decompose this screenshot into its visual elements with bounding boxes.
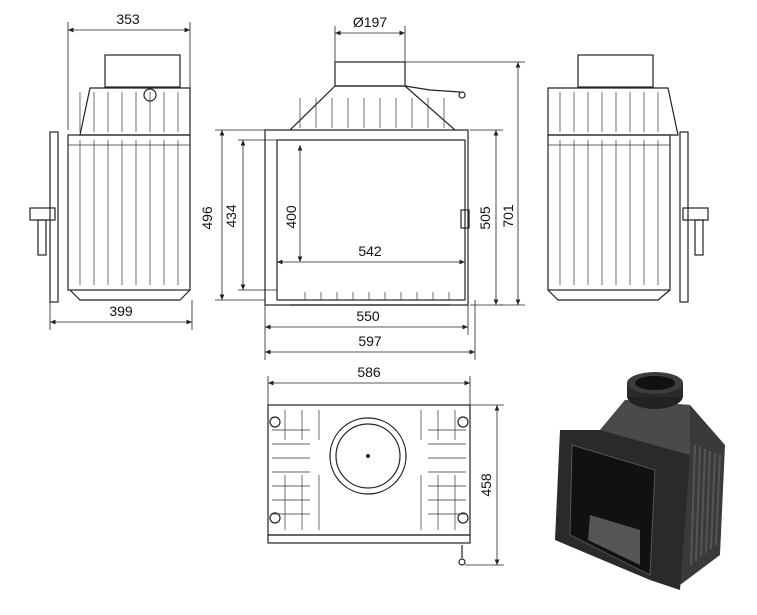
fin-line xyxy=(700,448,706,558)
dim-label: 550 xyxy=(356,308,380,324)
fireplace-3d-render xyxy=(555,372,725,590)
fin-line xyxy=(705,450,711,554)
dim-label: 353 xyxy=(116,11,140,27)
dim-label: 505 xyxy=(477,206,493,230)
dim-505: 505 xyxy=(470,129,503,306)
fin-line xyxy=(710,452,716,550)
dim-label: 400 xyxy=(283,205,299,229)
dim-496: 496 xyxy=(199,129,265,301)
dim-label: Ø197 xyxy=(353,14,387,30)
top-view xyxy=(267,404,471,566)
dim-label: 542 xyxy=(358,243,382,259)
right-side-view xyxy=(547,54,709,303)
left-side-view xyxy=(29,54,191,303)
dim-434: 434 xyxy=(223,139,277,291)
dim-353: 353 xyxy=(67,11,191,130)
dim-458: 458 xyxy=(465,404,504,566)
dim-label: 458 xyxy=(478,473,494,497)
dim-label: 434 xyxy=(223,204,239,228)
dim-label: 701 xyxy=(500,204,516,228)
dim-label: 496 xyxy=(199,206,215,230)
dim-flue: Ø197 xyxy=(334,14,406,62)
dim-542: 542 xyxy=(277,243,465,265)
dim-399: 399 xyxy=(49,300,193,330)
dim-label: 399 xyxy=(109,303,133,319)
dim-586: 586 xyxy=(267,364,471,405)
fin-line xyxy=(690,444,696,566)
dim-label: 586 xyxy=(357,364,381,380)
dim-400: 400 xyxy=(283,145,303,262)
fin-line xyxy=(695,446,701,562)
dim-701: 701 xyxy=(405,61,525,306)
fin-line xyxy=(715,454,721,546)
dim-label: 597 xyxy=(358,333,382,349)
dim-597: 597 xyxy=(265,300,476,360)
front-view xyxy=(264,61,470,306)
